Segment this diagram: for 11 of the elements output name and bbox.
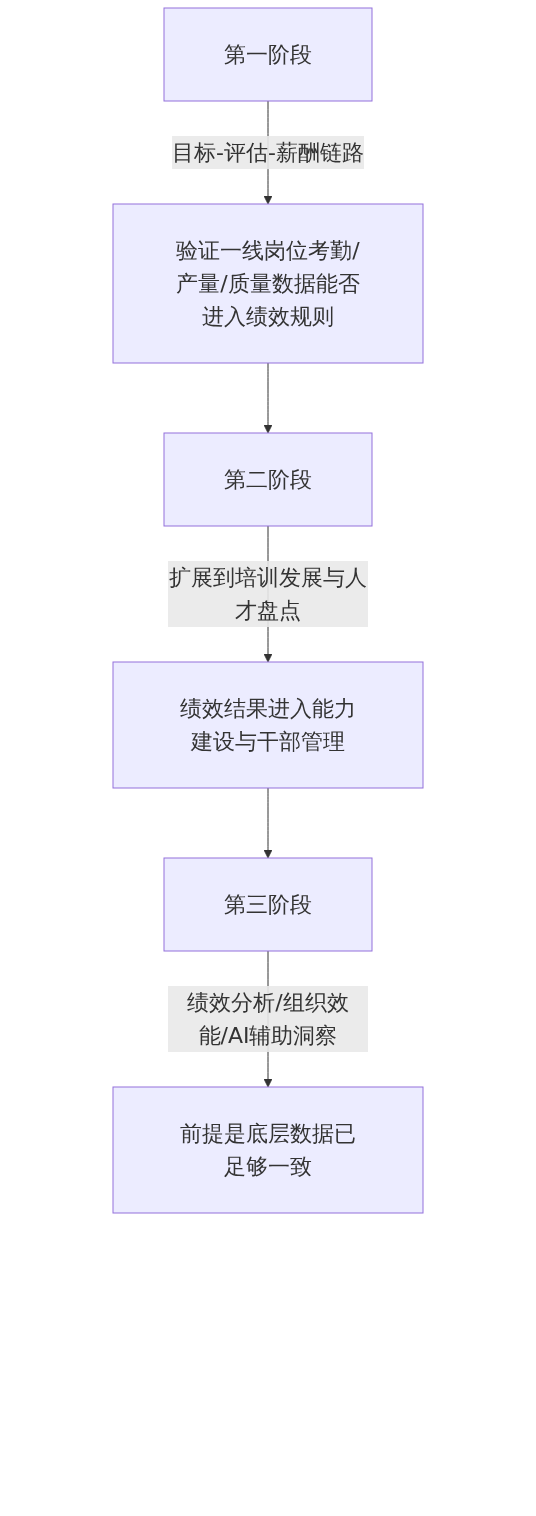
edge-label: 绩效分析/组织效能/AI辅助洞察 (187, 990, 349, 1048)
node-box: 绩效结果进入能力建设与干部管理 (112, 661, 424, 789)
node-box: 前提是底层数据已足够一致 (112, 1086, 424, 1214)
arrow (263, 362, 273, 434)
node-box: 验证一线岗位考勤/产量/质量数据能否进入绩效规则 (112, 203, 424, 364)
edge-label: 扩展到培训发展与人才盘点 (169, 565, 367, 623)
arrow (263, 787, 273, 859)
node-box: 第一阶段 (163, 7, 373, 102)
node-box: 第三阶段 (163, 857, 373, 952)
node-box: 第二阶段 (163, 432, 373, 527)
edge-label: 目标-评估-薪酬链路 (172, 140, 364, 165)
